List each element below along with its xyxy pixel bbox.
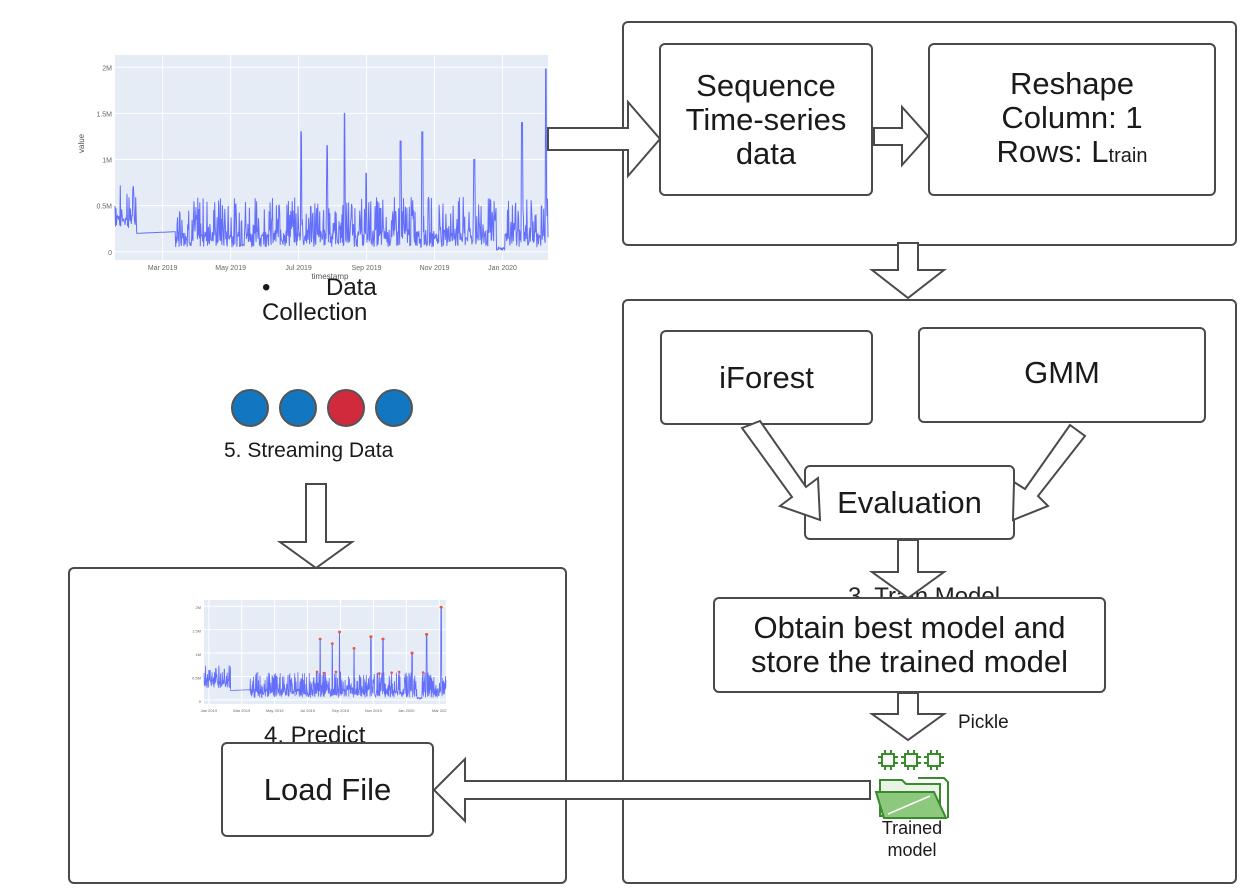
load-file-box: Load File — [221, 742, 434, 837]
arrow-gmm-to-evaluation — [1011, 423, 1087, 522]
y-tick-label: 1M — [102, 158, 112, 165]
iforest-box: iForest — [660, 330, 873, 425]
y-tick-label: 1.5M — [192, 629, 201, 634]
sequence-line2: Time-series — [685, 101, 847, 137]
y-tick-label: 0.5M — [192, 675, 201, 680]
x-tick-label: Jan 2020 — [488, 265, 517, 272]
x-tick-label: Jul 2019 — [285, 265, 312, 272]
x-tick-label: Sep 2019 — [332, 708, 350, 713]
trained-model-label: Trained model — [868, 817, 956, 861]
trained-model-folder-icon — [874, 750, 949, 819]
collection-chart-svg: 0 0.5M 1M 1.5M 2M Mar 2019 May 2019 Jul 2019 Se… — [77, 55, 549, 281]
collection-series-line — [114, 68, 549, 252]
y-tick-label: 0 — [108, 250, 112, 257]
x-tick-label: Mar 202 — [432, 708, 447, 713]
predict-chart: 0 0.5M 1M 1.5M 2M Jan 2019 Mar 2019 May 2019 Ju… — [188, 598, 450, 718]
best-model-line2: store the trained model — [750, 644, 1069, 679]
best-model-box: Obtain best model and store the trained … — [713, 597, 1106, 693]
x-tick-label: Sep 2019 — [352, 265, 382, 272]
anomaly-point — [331, 642, 334, 645]
reshape-box: Reshape Column: 1 Rows: Ltrain — [928, 43, 1216, 196]
collection-title-line1: Data — [326, 274, 377, 301]
anomaly-point — [390, 671, 393, 674]
y-tick-label: 2M — [102, 65, 112, 72]
reshape-line1: Reshape — [1009, 65, 1135, 101]
stream-dot-3 — [327, 389, 365, 427]
reshape-line2: Column: 1 — [1001, 99, 1143, 135]
arrow-evaluation-to-best — [868, 539, 948, 600]
x-tick-label: Mar 2019 — [148, 265, 178, 272]
y-tick-label: 2M — [195, 605, 201, 610]
anomaly-point — [377, 672, 381, 675]
arrow-trained-to-load — [432, 756, 871, 824]
anomaly-point — [322, 671, 326, 675]
evaluation-label: Evaluation — [837, 484, 982, 520]
collection-xlabel: timestamp — [312, 272, 349, 281]
arrow-sequence-to-reshape — [873, 104, 930, 168]
anomaly-point — [369, 635, 373, 638]
anomaly-point — [352, 647, 356, 650]
arrow-preprocess-to-training — [869, 242, 947, 300]
x-tick-label: Mar 2019 — [233, 708, 251, 713]
arrow-iforest-to-evaluation — [740, 419, 822, 522]
pickle-label: Pickle — [958, 712, 1009, 733]
sequence-box: Sequence Time-series data — [659, 43, 873, 196]
arrow-best-to-trained — [868, 692, 948, 742]
load-file-label: Load File — [263, 771, 392, 807]
y-tick-label: 1.5M — [96, 111, 112, 118]
anomaly-point — [411, 651, 414, 655]
collection-bullet: • — [262, 274, 271, 301]
anomaly-point — [381, 637, 385, 641]
predict-series-line — [203, 606, 447, 700]
y-tick-label: 0 — [199, 699, 202, 704]
best-model-line1: Obtain best model and — [753, 610, 1066, 645]
gmm-box: GMM — [918, 327, 1206, 423]
anomaly-point — [421, 671, 425, 674]
anomaly-point — [315, 670, 319, 674]
x-tick-label: Jan 2020 — [398, 708, 415, 713]
collection-ylabel: value — [78, 133, 86, 153]
arrow-collection-to-sequence — [547, 99, 662, 179]
streaming-label: 5. Streaming Data — [224, 439, 394, 462]
collection-title: • Data Collection — [262, 275, 377, 325]
stream-dot-4 — [375, 389, 413, 427]
anomaly-point — [334, 670, 338, 674]
iforest-label: iForest — [719, 359, 814, 395]
trained-model-line1: Trained — [881, 818, 943, 838]
x-tick-label: May 2019 — [215, 265, 246, 272]
predict-chart-svg: 0 0.5M 1M 1.5M 2M Jan 2019 Mar 2019 May 2019 Ju… — [192, 600, 447, 713]
stream-dot-2 — [279, 389, 317, 427]
x-tick-label: Nov 2019 — [420, 265, 450, 272]
x-tick-label: Nov 2019 — [365, 708, 383, 713]
stream-dot-1 — [231, 389, 269, 427]
reshape-line3: Rows: L — [996, 133, 1109, 169]
sequence-line1: Sequence — [696, 67, 836, 103]
collection-chart: 0 0.5M 1M 1.5M 2M Mar 2019 May 2019 Jul 2019 Se… — [77, 53, 550, 285]
gmm-label: GMM — [1024, 355, 1100, 390]
anomaly-point — [338, 630, 341, 634]
sequence-line3: data — [735, 135, 797, 171]
anomaly-point — [318, 637, 322, 641]
arrow-streaming-to-predict — [276, 483, 356, 570]
y-tick-label: 0.5M — [96, 204, 112, 211]
anomaly-point — [397, 670, 401, 674]
y-tick-label: 1M — [195, 652, 201, 657]
collection-title-line2: Collection — [262, 299, 368, 326]
x-tick-label: May 2019 — [266, 708, 284, 713]
anomaly-point — [425, 633, 429, 636]
anomaly-point — [440, 605, 443, 609]
x-tick-label: Jan 2019 — [201, 708, 218, 713]
reshape-line3-sub: train — [1108, 144, 1148, 167]
x-tick-label: Jul 2019 — [300, 708, 316, 713]
trained-model-line2: model — [887, 840, 937, 860]
